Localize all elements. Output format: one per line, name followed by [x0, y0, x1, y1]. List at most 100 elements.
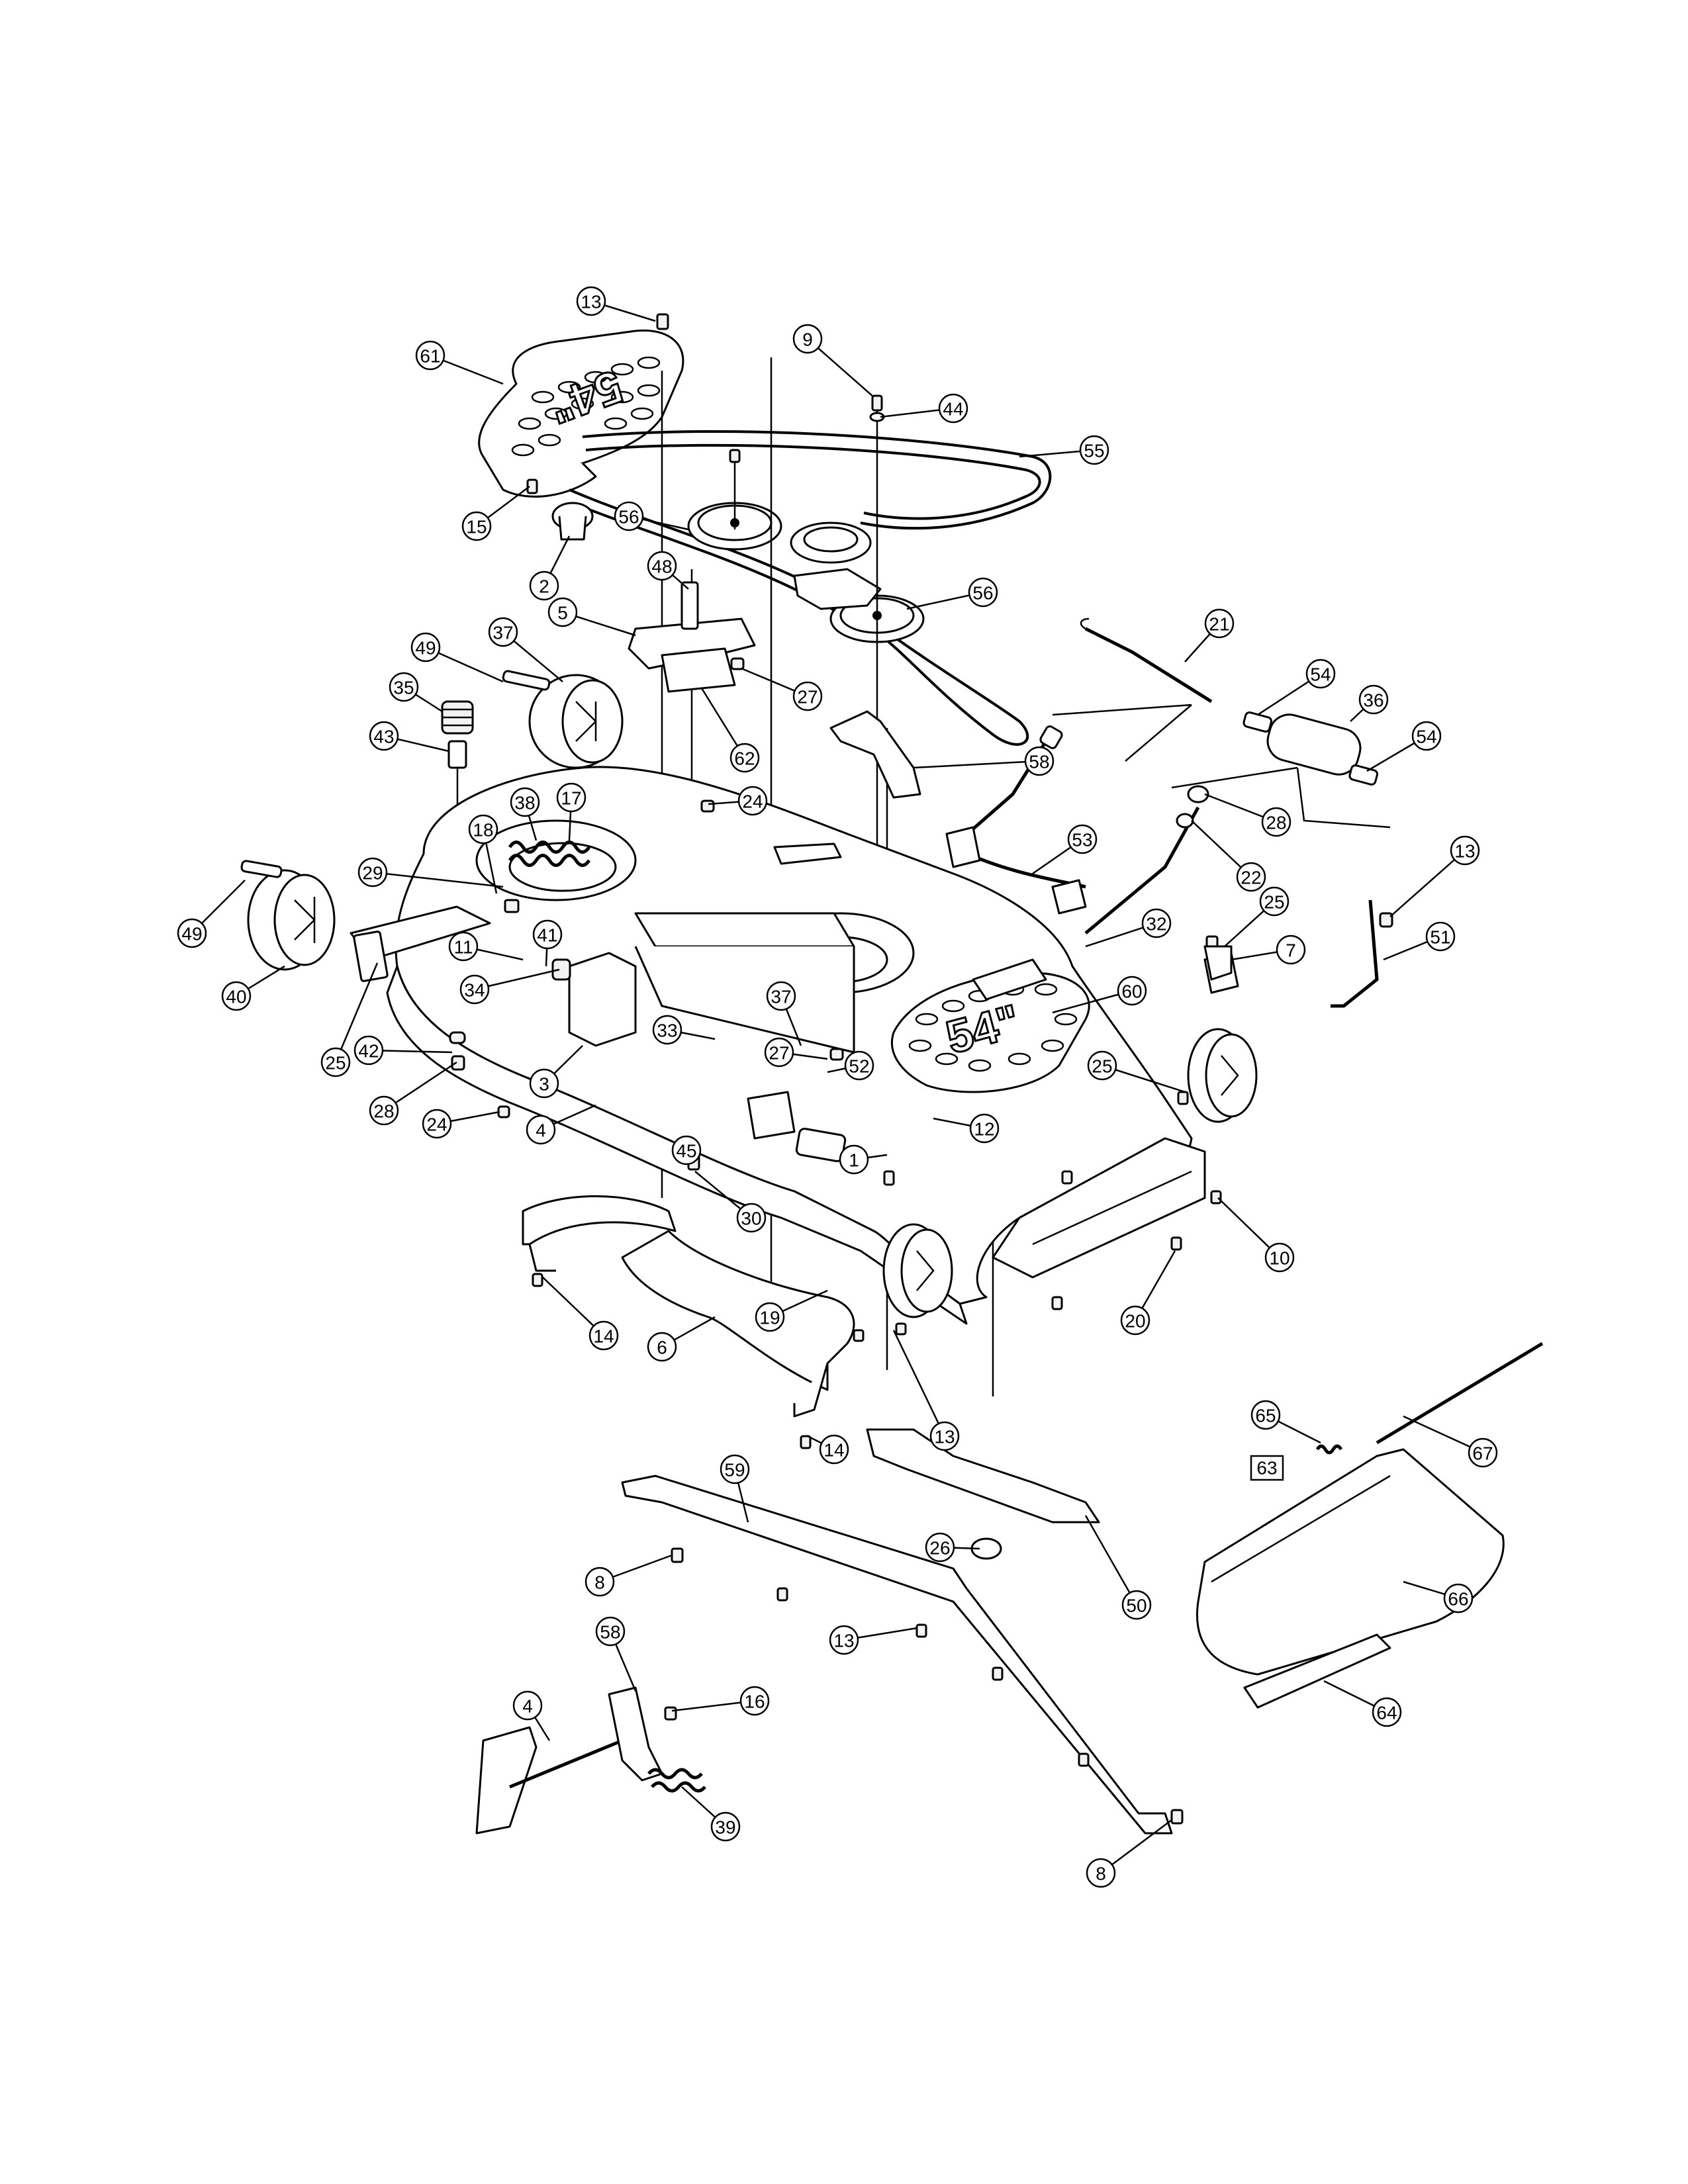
callout-66: 66 — [1403, 1580, 1474, 1614]
callout-42: 42 — [353, 1035, 453, 1066]
callout-61: 61 — [415, 340, 504, 385]
callout-13: 13 — [1389, 835, 1480, 917]
callout-circle — [1079, 435, 1109, 465]
callout-9: 9 — [792, 324, 874, 398]
deck-cover-upper: 54" — [478, 329, 684, 498]
callout-circle — [729, 743, 760, 773]
callout-22: 22 — [1191, 820, 1266, 892]
callout-circle — [739, 1686, 770, 1716]
callout-number: 27 — [769, 1043, 789, 1064]
callout-number: 8 — [594, 1572, 605, 1593]
callout-leader-line — [1100, 1819, 1172, 1874]
callout-number: 5 — [557, 603, 568, 623]
callout-circle — [556, 782, 586, 813]
callout-25: 25 — [1224, 886, 1289, 947]
callout-37: 37 — [488, 617, 563, 682]
callout-circle — [839, 1144, 869, 1175]
callout-number: 26 — [929, 1538, 950, 1559]
callout-circle — [1236, 862, 1266, 892]
callout-circle — [1121, 1590, 1152, 1620]
callout-number: 59 — [724, 1460, 745, 1480]
callout-28: 28 — [1204, 793, 1291, 837]
stabilizer-bar — [621, 1475, 1173, 1835]
callout-number: 19 — [759, 1308, 780, 1328]
callout-26: 26 — [925, 1532, 980, 1563]
callout-number: 6 — [657, 1338, 667, 1358]
callout-leader-line — [1389, 850, 1466, 917]
callout-4: 4 — [526, 1104, 596, 1145]
callout-number: 13 — [581, 292, 601, 312]
gauge-wheel-front — [882, 1223, 953, 1318]
callout-number: 45 — [676, 1141, 696, 1161]
callout-circle — [1372, 1697, 1402, 1727]
callout-number: 25 — [325, 1053, 346, 1073]
callout-15: 15 — [461, 486, 530, 541]
callout-39: 39 — [681, 1786, 741, 1842]
callout-65: 65 — [1250, 1400, 1321, 1444]
callout-number: 36 — [1363, 690, 1383, 711]
callout-circle — [353, 1035, 384, 1066]
callout-49: 49 — [177, 880, 246, 948]
callout-number: 42 — [358, 1041, 379, 1062]
callout-16: 16 — [671, 1686, 770, 1716]
deck-marking-lower: 54" — [941, 995, 1025, 1064]
callout-41: 41 — [532, 919, 563, 967]
pin-48 — [680, 581, 699, 630]
callout-circle — [369, 721, 399, 751]
callout-13: 13 — [576, 286, 656, 322]
mounting-plate — [661, 647, 736, 693]
callout-number: 24 — [742, 792, 763, 812]
spring-38 — [508, 841, 591, 867]
lower-lift-assembly — [475, 1686, 706, 1835]
callout-5: 5 — [547, 597, 636, 637]
idler-bracket — [793, 568, 882, 610]
callout-number: 14 — [823, 1440, 844, 1461]
gauge-wheel-left — [240, 860, 491, 982]
callout-67: 67 — [1403, 1415, 1498, 1468]
callout-circle — [829, 1625, 859, 1655]
callout-number: 56 — [618, 507, 639, 527]
callout-54: 54 — [1257, 659, 1336, 716]
adjuster-knob — [441, 700, 474, 874]
deck-skirt-right — [992, 1137, 1206, 1279]
callout-circle — [1264, 1242, 1295, 1273]
callout-circle — [1259, 886, 1289, 917]
gauge-wheel-right — [1187, 952, 1258, 1123]
callout-56: 56 — [906, 577, 998, 610]
roller-36 — [1243, 711, 1379, 786]
callout-leader-line — [913, 760, 1040, 769]
callout-leader-line — [334, 962, 379, 1063]
callout-circle — [1067, 824, 1098, 854]
callout-circle — [177, 918, 207, 948]
callout-circle — [844, 1050, 874, 1081]
callout-number: 44 — [943, 399, 963, 420]
callout-number: 13 — [1454, 841, 1475, 862]
callout-37: 37 — [766, 981, 802, 1046]
callout-43: 43 — [369, 721, 449, 752]
callout-leader-line — [892, 1330, 946, 1437]
callout-number: 54 — [1310, 664, 1331, 685]
callout-12: 12 — [933, 1113, 1000, 1144]
bracket-58 — [829, 710, 921, 799]
callout-number: 52 — [849, 1056, 869, 1077]
callout-20: 20 — [1120, 1250, 1176, 1336]
callout-18: 18 — [468, 814, 498, 894]
callout-circle — [1468, 1437, 1498, 1468]
callout-25: 25 — [1087, 1050, 1186, 1093]
rear-bracket-assembly — [551, 952, 847, 1163]
callout-circle — [652, 1015, 682, 1045]
callout-number: 22 — [1241, 868, 1261, 888]
callout-54: 54 — [1366, 721, 1442, 772]
callout-number: 53 — [1072, 830, 1092, 850]
callout-6: 6 — [647, 1316, 716, 1362]
callout-number: 65 — [1255, 1406, 1276, 1426]
callout-19: 19 — [755, 1289, 828, 1332]
callout-circle — [448, 931, 479, 962]
callout-32: 32 — [1085, 908, 1172, 948]
callout-circle — [1425, 921, 1456, 952]
callout-55: 55 — [1019, 435, 1109, 465]
callout-circle — [755, 1302, 785, 1332]
callout-number: 28 — [1266, 813, 1286, 833]
callout-circle — [595, 1616, 626, 1647]
callout-10: 10 — [1217, 1197, 1295, 1273]
